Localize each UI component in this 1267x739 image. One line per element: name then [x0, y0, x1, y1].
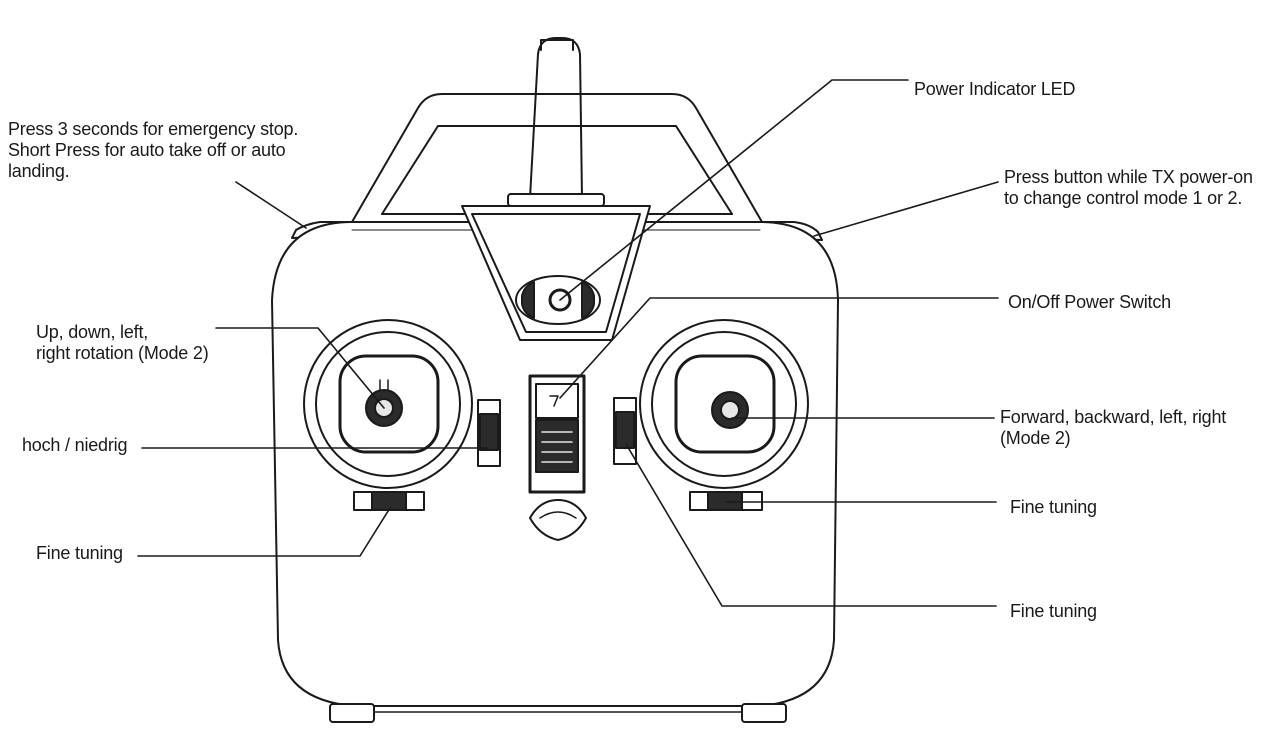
leader-left-stick: [215, 327, 385, 409]
label-power-led: Power Indicator LED: [914, 79, 1076, 99]
label-mode-button: Press button while TX power-on to change…: [1004, 167, 1253, 208]
leader-power-switch: [559, 297, 999, 399]
antenna: [507, 37, 605, 207]
lanyard-hook: [529, 499, 587, 541]
label-fine-left: Fine tuning: [36, 543, 123, 563]
power-switch: [528, 374, 586, 494]
leader-fine-left: [137, 507, 391, 557]
leader-emergency: [235, 181, 307, 229]
label-fine-right-top: Fine tuning: [1010, 497, 1097, 517]
left-vertical-trim: [477, 399, 501, 467]
carry-handle: [351, 93, 763, 223]
leader-mode-button: [813, 181, 999, 237]
label-fine-right-bottom: Fine tuning: [1010, 601, 1097, 621]
right-horizontal-trim: [689, 491, 763, 511]
label-throttle-trim: hoch / niedrig: [22, 435, 128, 455]
label-right-stick: Forward, backward, left, right (Mode 2): [1000, 407, 1227, 448]
led-housing: [461, 205, 651, 341]
label-emergency-stop: Press 3 seconds for emergency stop. Shor…: [8, 119, 299, 181]
bottom-feet: [329, 703, 787, 723]
leader-fine-right-bottom: [625, 443, 997, 607]
label-power-switch: On/Off Power Switch: [1008, 292, 1171, 312]
right-vertical-trim: [613, 397, 637, 465]
label-left-stick: Up, down, left, right rotation (Mode 2): [36, 322, 209, 363]
left-horizontal-trim: [353, 491, 425, 511]
leader-power-led: [559, 79, 909, 301]
right-joystick: [639, 319, 809, 489]
left-joystick: [303, 319, 473, 489]
leader-lines: [137, 79, 999, 607]
